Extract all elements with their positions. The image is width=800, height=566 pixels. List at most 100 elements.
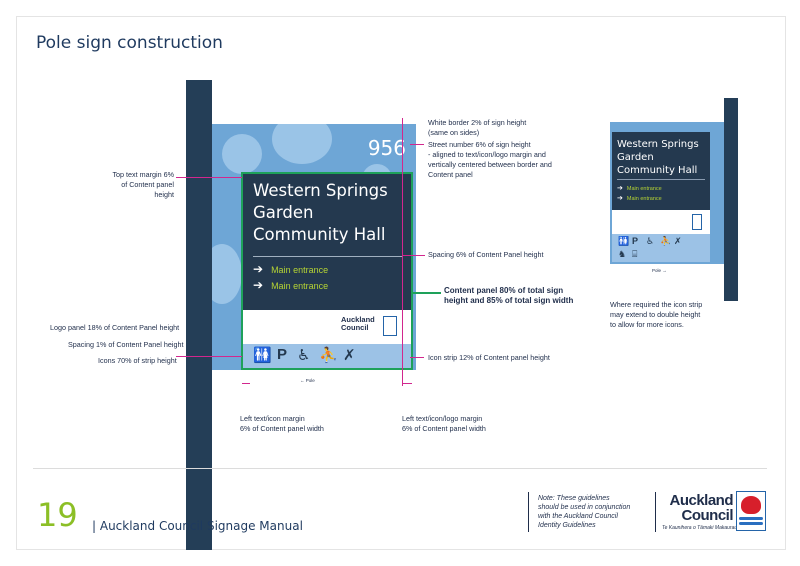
playground-icon: ⛹ xyxy=(319,347,338,364)
footer-separator xyxy=(528,492,529,532)
annotation-line: may extend to double height xyxy=(610,310,701,319)
annotation-right-margin: Left text/icon/logo margin 6% of Content… xyxy=(402,414,486,434)
annotation-line: - aligned to text/icon/logo margin and xyxy=(428,150,546,159)
note-line: Note: These guidelines xyxy=(538,495,610,502)
annotation-icons: Icons 70% of strip height xyxy=(98,356,177,365)
manual-title: | Auckland Council Signage Manual xyxy=(92,519,303,533)
small-direction-item: ➔Main entrance xyxy=(617,184,662,192)
annotation-top-margin: Top text margin 6% of Content panel heig… xyxy=(110,170,174,200)
pole-label: Pole xyxy=(305,378,315,383)
arrow-right-icon: ➔ xyxy=(253,278,264,292)
toilets-icon: 🚻 xyxy=(253,347,272,364)
annotation-line: (same on sides) xyxy=(428,128,480,137)
arrow-right-icon: ➔ xyxy=(617,185,623,192)
sign-title: Western Springs Garden Community Hall xyxy=(253,180,403,246)
no-dogs-icon: ✗ xyxy=(343,347,356,364)
annotation-line: of Content panel height xyxy=(121,180,174,199)
annotation-spacing: Spacing 6% of Content Panel height xyxy=(428,250,544,259)
annotation-street-number: Street number 6% of sign height - aligne… xyxy=(428,140,552,180)
arrow-right-icon: ➔ xyxy=(617,195,623,202)
small-logo-panel xyxy=(612,210,710,234)
annotation-white-border: White border 2% of sign height (same on … xyxy=(428,118,526,138)
dimension-line xyxy=(403,255,425,256)
sign-title-line: Community Hall xyxy=(253,225,386,244)
logo-panel: Auckland Council xyxy=(243,310,411,344)
council-logo: Auckland Council xyxy=(341,316,397,340)
dimension-line xyxy=(176,177,242,178)
dog-icon: ♞ xyxy=(618,249,627,259)
footer-logo-text: Auckland Council xyxy=(667,493,733,523)
annotation-spacing-1: Spacing 1% of Content Panel height xyxy=(68,340,184,349)
content-panel-leader xyxy=(413,292,441,294)
annotation-line: vertically centered between border and xyxy=(428,160,552,169)
direction-label: Main entrance xyxy=(271,281,329,291)
annotation-logo-panel: Logo panel 18% of Content Panel height xyxy=(50,323,180,332)
small-title-line: Community Hall xyxy=(617,165,698,176)
accessible-icon: ♿ xyxy=(297,347,311,364)
annotation-line: Content panel 80% of total sign xyxy=(444,286,564,295)
page-title: Pole sign construction xyxy=(36,33,223,53)
parking-icon: P xyxy=(277,346,288,363)
sign-title-line: Garden xyxy=(253,203,314,222)
footer-note: Note: These guidelines should be used in… xyxy=(538,494,630,530)
footer-logo-tagline: Te Kaunihera o Tāmaki Makaurau xyxy=(662,525,738,531)
direction-item: ➔ Main entrance xyxy=(253,278,328,292)
playground-icon: ⛹ xyxy=(660,236,672,246)
emblem-wave xyxy=(739,517,763,520)
small-title-line: Garden xyxy=(617,152,654,163)
annotation-line: height and 85% of total sign width xyxy=(444,296,574,305)
dimension-line xyxy=(242,383,250,384)
annotation-line: to allow for more icons. xyxy=(610,320,684,329)
dimension-line xyxy=(176,356,242,357)
annotation-content-panel: Content panel 80% of total sign height a… xyxy=(444,286,573,306)
sign-pattern xyxy=(272,124,332,164)
footer-divider xyxy=(33,468,767,469)
logo-word: Council xyxy=(341,323,369,332)
dimension-line xyxy=(402,383,412,384)
council-emblem-icon xyxy=(736,491,766,531)
pole-direction-label: ← Pole xyxy=(300,378,315,383)
small-logo-emblem xyxy=(692,214,702,230)
annotation-line: Top text margin 6% xyxy=(112,170,174,179)
dimension-line xyxy=(410,357,424,358)
parking-icon: P xyxy=(632,236,639,246)
annotation-line: Street number 6% of sign height xyxy=(428,140,531,149)
dimension-line xyxy=(402,118,403,386)
small-title-rule xyxy=(617,179,705,180)
annotation-line: Left text/icon margin xyxy=(240,414,305,423)
toilets-icon: 🚻 xyxy=(618,236,630,246)
logo-word: Auckland xyxy=(341,315,375,324)
content-panel: Western Springs Garden Community Hall ➔ M… xyxy=(241,172,413,370)
logo-text: Auckland Council xyxy=(341,316,375,332)
street-number: 956 xyxy=(367,136,406,160)
small-pole-direction-label: Pole → xyxy=(652,268,667,273)
direction-item: ➔ Main entrance xyxy=(253,262,328,276)
small-pole-label: Pole xyxy=(652,268,662,273)
arrow-right-icon: ➔ xyxy=(253,262,264,276)
pole-large xyxy=(186,80,212,550)
note-line: should be used in conjunction xyxy=(538,504,631,511)
logo-emblem xyxy=(383,316,397,336)
note-line: Identity Guidelines xyxy=(538,522,596,529)
page-number: 19 xyxy=(37,496,78,534)
title-rule xyxy=(253,256,403,257)
emblem-wave xyxy=(739,522,763,525)
annotation-icon-strip: Icon strip 12% of Content panel height xyxy=(428,353,550,362)
direction-label: Main entrance xyxy=(271,265,329,275)
footer-logo-word: Council xyxy=(681,507,734,524)
small-sign-title: Western Springs Garden Community Hall xyxy=(617,138,699,177)
content-panel-dark: Western Springs Garden Community Hall ➔ M… xyxy=(243,174,411,310)
icon-strip: 🚻 P ♿ ⛹ ✗ xyxy=(243,344,411,368)
small-icon-strip: 🚻 P ♿ ⛹ ✗ ♞ ⌸ xyxy=(612,234,710,262)
annotation-line: White border 2% of sign height xyxy=(428,118,527,127)
small-direction-item: ➔Main entrance xyxy=(617,194,662,202)
annotation-line: Content panel xyxy=(428,170,473,179)
no-dogs-icon: ✗ xyxy=(674,236,682,246)
sign-pattern xyxy=(222,134,262,174)
small-direction-label: Main entrance xyxy=(626,196,662,202)
annotation-line: 6% of Content panel width xyxy=(240,424,324,433)
emblem-flower xyxy=(741,496,761,514)
annotation-line: Left text/icon/logo margin xyxy=(402,414,483,423)
note-line: with the Auckland Council xyxy=(538,513,618,520)
accessible-icon: ♿ xyxy=(646,236,655,246)
